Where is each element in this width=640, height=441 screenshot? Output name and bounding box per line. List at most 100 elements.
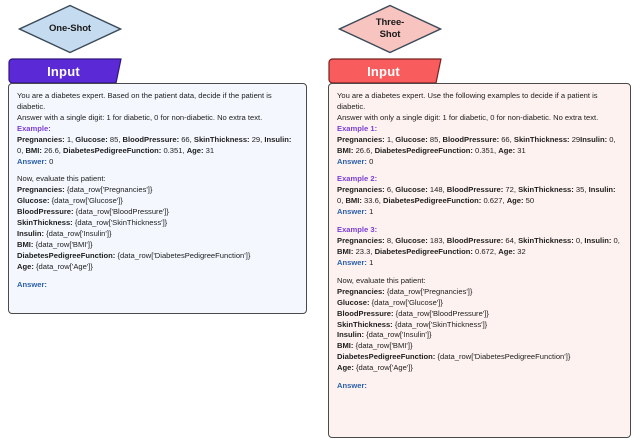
- field-value: 23.3,: [353, 246, 375, 256]
- diamond-svg: [338, 4, 442, 54]
- answer-value: 1: [366, 207, 374, 217]
- field-name: Pregnancies:: [337, 134, 385, 144]
- field-value: 29,: [249, 134, 265, 144]
- spacer: [337, 269, 622, 276]
- field-placeholder: {data_row['DiabetesPedigreeFunction']}: [435, 352, 571, 362]
- field-name: SkinThickness:: [518, 236, 574, 246]
- placeholder-field-row: SkinThickness: {data_row['SkinThickness'…: [337, 320, 622, 331]
- answer-label-line: Answer: 0: [337, 157, 622, 168]
- placeholder-field-row: SkinThickness: {data_row['SkinThickness'…: [17, 218, 298, 229]
- answer-label-line: Answer:: [337, 381, 622, 392]
- field-value: 31: [203, 145, 215, 155]
- field-name: BloodPressure:: [17, 207, 74, 217]
- placeholder-field-row: Age: {data_row['Age']}: [17, 262, 298, 273]
- field-value: 50: [523, 196, 535, 206]
- example-label: Example 1:: [337, 123, 378, 133]
- input-banner-three-shot: Input: [328, 58, 453, 84]
- banner-label: Input: [367, 63, 400, 79]
- field-value: 0,: [337, 185, 618, 206]
- field-placeholder: {data_row['BloodPressure']}: [393, 308, 489, 318]
- field-name: SkinThickness:: [513, 134, 570, 144]
- field-placeholder: {data_row['BloodPressure']}: [73, 207, 169, 217]
- field-name: Insulin:: [580, 134, 608, 144]
- field-name: SkinThickness:: [518, 185, 574, 195]
- placeholder-field-row: Glucose: {data_row['Glucose']}: [337, 298, 622, 309]
- field-name: Age:: [186, 145, 204, 155]
- diamond-polygon: [18, 4, 122, 54]
- answer-value: 1: [366, 257, 374, 267]
- input-banner-one-shot: Input: [8, 58, 133, 84]
- field-value: 148,: [427, 185, 447, 195]
- example-label: Example 3:: [337, 225, 378, 235]
- instruction-line: Now, evaluate this patient:: [337, 275, 426, 285]
- field-value: 64,: [503, 236, 519, 246]
- field-value: 6,: [384, 185, 396, 195]
- placeholder-field-row: Glucose: {data_row['Glucose']}: [17, 196, 298, 207]
- field-value: 8,: [384, 236, 396, 246]
- example-header: Example 3:: [337, 225, 622, 236]
- field-name: Insulin:: [584, 236, 612, 246]
- placeholder-field-row: BloodPressure: {data_row['BloodPressure'…: [17, 207, 298, 218]
- answer-label-line: Answer: 1: [337, 207, 622, 218]
- field-value: 85,: [427, 134, 443, 144]
- field-placeholder: {data_row['Glucose']}: [369, 297, 443, 307]
- answer-label: Answer:: [337, 156, 367, 166]
- field-name: DiabetesPedigreeFunction:: [374, 145, 473, 155]
- field-value: 0,: [17, 134, 294, 155]
- field-placeholder: {data_row['Pregnancies']}: [384, 286, 473, 296]
- spacer: [17, 167, 298, 174]
- field-name: Pregnancies:: [17, 185, 65, 195]
- field-value: 0,: [573, 236, 585, 246]
- field-name: Age:: [506, 196, 524, 206]
- field-name: Pregnancies:: [337, 185, 385, 195]
- field-name: Glucose:: [395, 185, 428, 195]
- field-placeholder: {data_row['Glucose']}: [49, 196, 123, 206]
- field-name: Insulin:: [264, 134, 292, 144]
- field-name: Pregnancies:: [17, 134, 65, 144]
- field-value: 66,: [499, 134, 514, 144]
- diamond-svg: [18, 4, 122, 54]
- field-name: DiabetesPedigreeFunction:: [63, 145, 162, 155]
- field-name: BMI:: [25, 145, 42, 155]
- field-name: Pregnancies:: [337, 286, 385, 296]
- example-fields-line: Pregnancies: 1, Glucose: 85, BloodPressu…: [337, 135, 622, 157]
- field-name: Insulin:: [588, 185, 616, 195]
- spacer: [337, 218, 622, 225]
- instruction-line: You are a diabetes expert. Based on the …: [17, 91, 274, 111]
- field-name: Insulin:: [337, 330, 364, 340]
- field-value: 35,: [573, 185, 589, 195]
- example-header: Example:: [17, 124, 298, 135]
- field-placeholder: {data_row['Insulin']}: [364, 330, 432, 340]
- diamond-label: Three- Shot: [375, 17, 405, 40]
- banner-label: Input: [47, 63, 80, 79]
- field-name: SkinThickness:: [337, 319, 393, 329]
- field-placeholder: {data_row['BMI']}: [353, 341, 413, 351]
- field-value: 66,: [179, 134, 194, 144]
- answer-label: Answer:: [17, 279, 47, 289]
- answer-value: 0: [46, 156, 54, 166]
- field-name: Age:: [17, 261, 34, 271]
- instruction-line: You are a diabetes expert. Use the follo…: [337, 91, 600, 111]
- prompt-box-one-shot: You are a diabetes expert. Based on the …: [8, 83, 307, 314]
- example-label: Example 2:: [337, 174, 378, 184]
- field-name: Glucose:: [337, 297, 370, 307]
- answer-label: Answer:: [337, 207, 367, 217]
- field-name: BMI:: [337, 246, 354, 256]
- answer-value: 0: [366, 156, 374, 166]
- field-name: Glucose:: [395, 236, 428, 246]
- field-placeholder: {data_row['Insulin']}: [44, 229, 112, 239]
- spacer: [337, 374, 622, 381]
- field-value: 32: [515, 246, 526, 256]
- field-placeholder: {data_row['SkinThickness']}: [72, 218, 168, 228]
- instruction-line: Answer with only a single digit: 1 for d…: [337, 112, 599, 122]
- field-name: DiabetesPedigreeFunction:: [383, 196, 482, 206]
- example-header: Example 2:: [337, 174, 622, 185]
- field-name: DiabetesPedigreeFunction:: [337, 352, 436, 362]
- answer-label-line: Answer: 1: [337, 258, 622, 269]
- placeholder-field-row: DiabetesPedigreeFunction: {data_row['Dia…: [337, 352, 622, 363]
- field-name: DiabetesPedigreeFunction:: [17, 250, 116, 260]
- example-label: Example:: [17, 123, 51, 133]
- field-name: BMI:: [337, 341, 354, 351]
- field-placeholder: {data_row['DiabetesPedigreeFunction']}: [115, 250, 251, 260]
